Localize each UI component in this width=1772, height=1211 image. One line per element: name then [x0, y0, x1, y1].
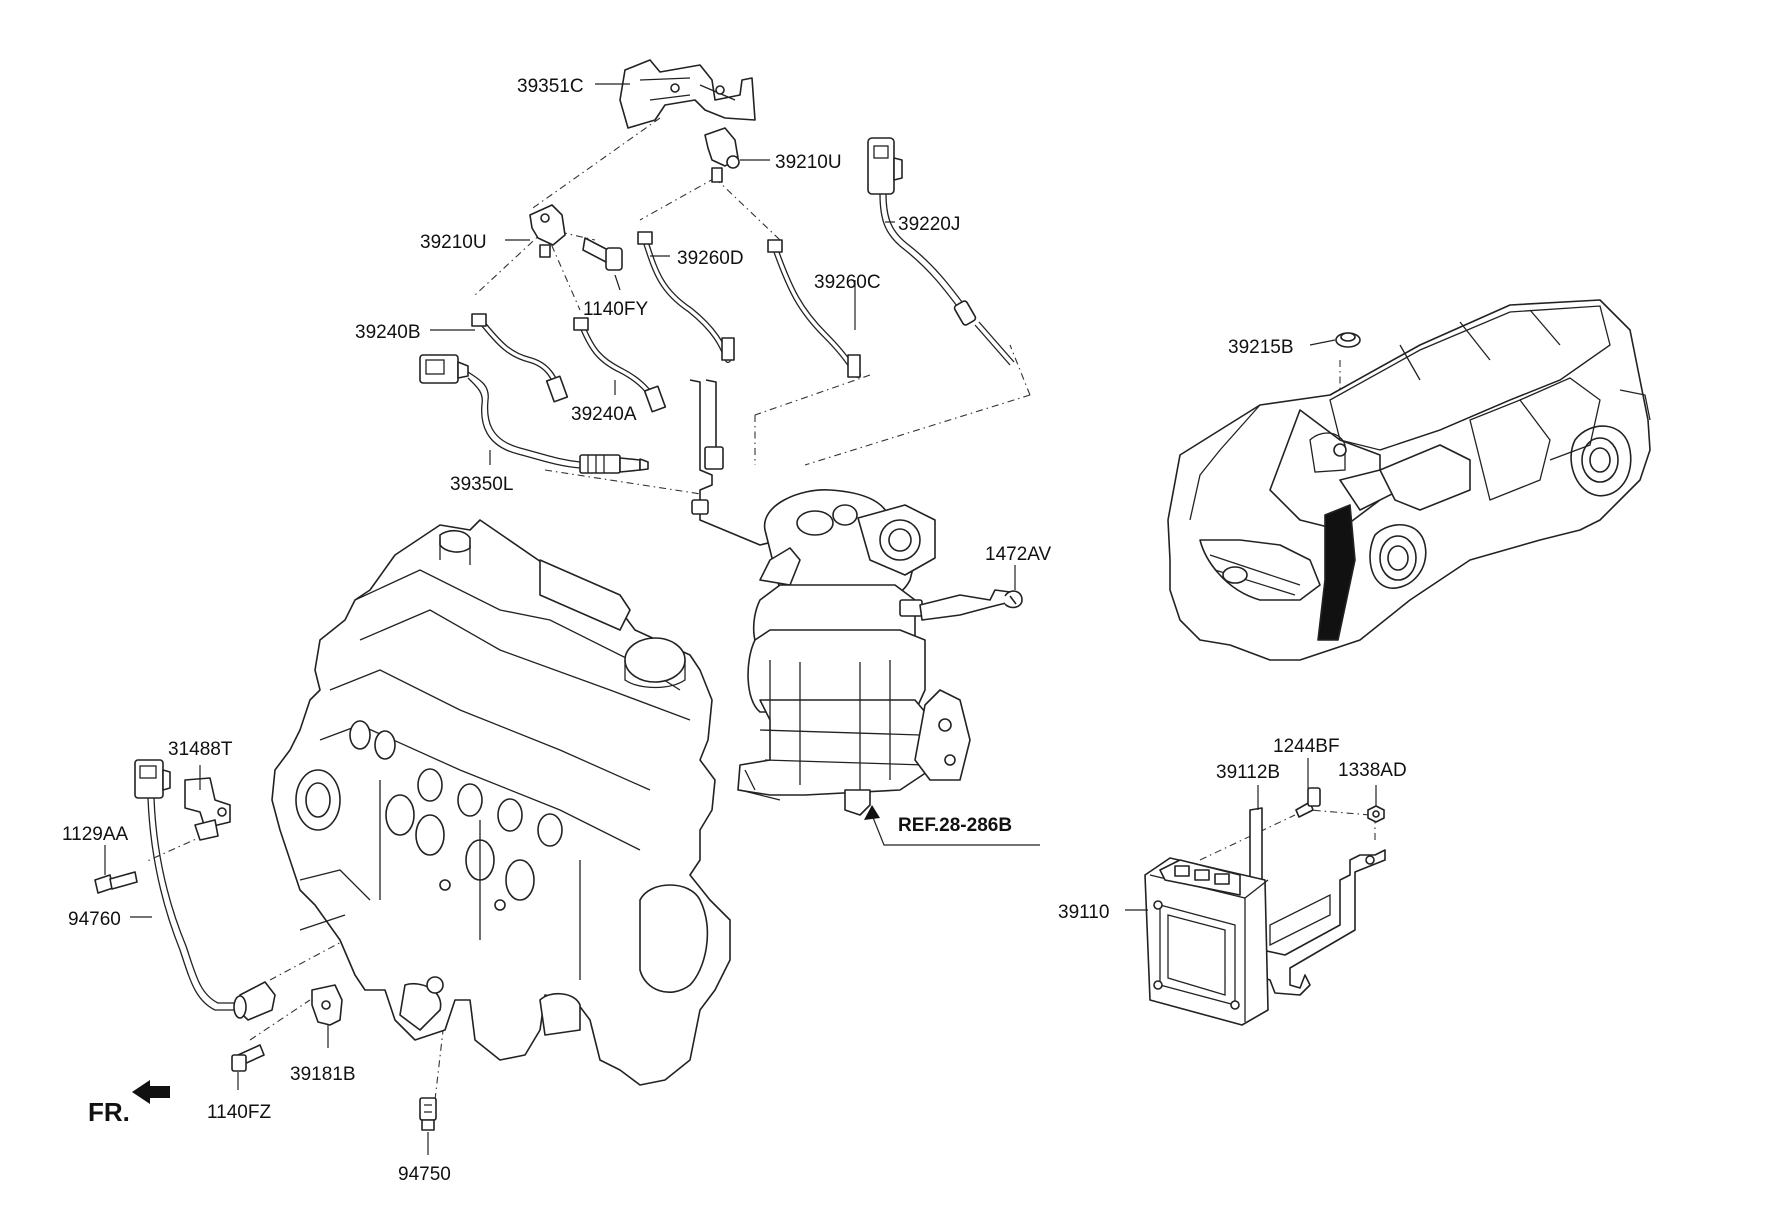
grommet-39215B	[1335, 332, 1361, 348]
label-94750: 94750	[398, 1164, 451, 1185]
bolt-1129AA	[94, 871, 138, 894]
crankshaft-sensor-94760	[147, 797, 276, 1021]
bolt-1140FZ	[231, 1044, 265, 1072]
hose-39260D	[637, 231, 735, 363]
front-direction: FR.	[88, 1080, 170, 1127]
bolt-1244BF	[1295, 787, 1321, 818]
hose-39240B	[471, 313, 569, 403]
leader-lines	[104, 83, 1377, 1155]
ecu-39110	[1144, 857, 1269, 1026]
label-39260D: 39260D	[677, 248, 744, 269]
bracket-39351C	[619, 59, 756, 129]
catalytic-converter	[689, 379, 1011, 816]
label-39210U-top: 39210U	[775, 152, 842, 173]
label-39220J: 39220J	[898, 214, 960, 235]
front-label: FR.	[88, 1097, 130, 1127]
label-1244BF: 1244BF	[1273, 736, 1340, 757]
label-39240A: 39240A	[571, 404, 637, 425]
engine-block	[271, 519, 731, 1086]
bracket-39181B	[311, 984, 343, 1026]
label-39215B: 39215B	[1228, 337, 1294, 358]
bolt-1140FY	[582, 237, 623, 271]
label-1129AA: 1129AA	[62, 824, 129, 845]
label-39350L: 39350L	[450, 474, 513, 495]
nut-1338AD	[1367, 805, 1385, 823]
label-39181B: 39181B	[290, 1064, 356, 1085]
hose-39260C	[767, 239, 861, 378]
label-1338AD: 1338AD	[1338, 760, 1407, 781]
label-39112B: 39112B	[1216, 762, 1280, 783]
label-94760: 94760	[68, 909, 121, 930]
temperature-sensor-39220J	[867, 137, 1015, 366]
part-labels: 39351C 39210U 39210U 39220J 39260D 39260…	[62, 76, 1407, 1185]
hose-clamp-1472AV	[1004, 590, 1023, 609]
label-39210U-left: 39210U	[420, 232, 487, 253]
pressure-sensor-39210U-top	[704, 127, 740, 183]
label-39110: 39110	[1058, 902, 1109, 923]
label-39260C: 39260C	[814, 272, 881, 293]
label-39351C: 39351C	[517, 76, 584, 97]
oxygen-sensor-39350L	[419, 354, 649, 474]
vehicle-illustration	[1167, 299, 1651, 661]
ref-label: REF.28-286B	[898, 815, 1012, 836]
ecu-bracket-39112B	[1249, 807, 1386, 996]
label-1472AV: 1472AV	[985, 544, 1052, 565]
hose-39240A	[573, 317, 667, 413]
arrow-left-icon	[132, 1080, 170, 1104]
label-39240B: 39240B	[355, 322, 421, 343]
pressure-sensor-39210U-left	[529, 204, 566, 258]
label-1140FZ: 1140FZ	[207, 1102, 271, 1123]
label-31488T: 31488T	[168, 739, 233, 760]
ref-arrow	[864, 805, 1040, 846]
label-1140FY: 1140FY	[583, 299, 648, 320]
knock-sensor-94750	[419, 1097, 437, 1131]
connector-31488T	[134, 759, 231, 841]
